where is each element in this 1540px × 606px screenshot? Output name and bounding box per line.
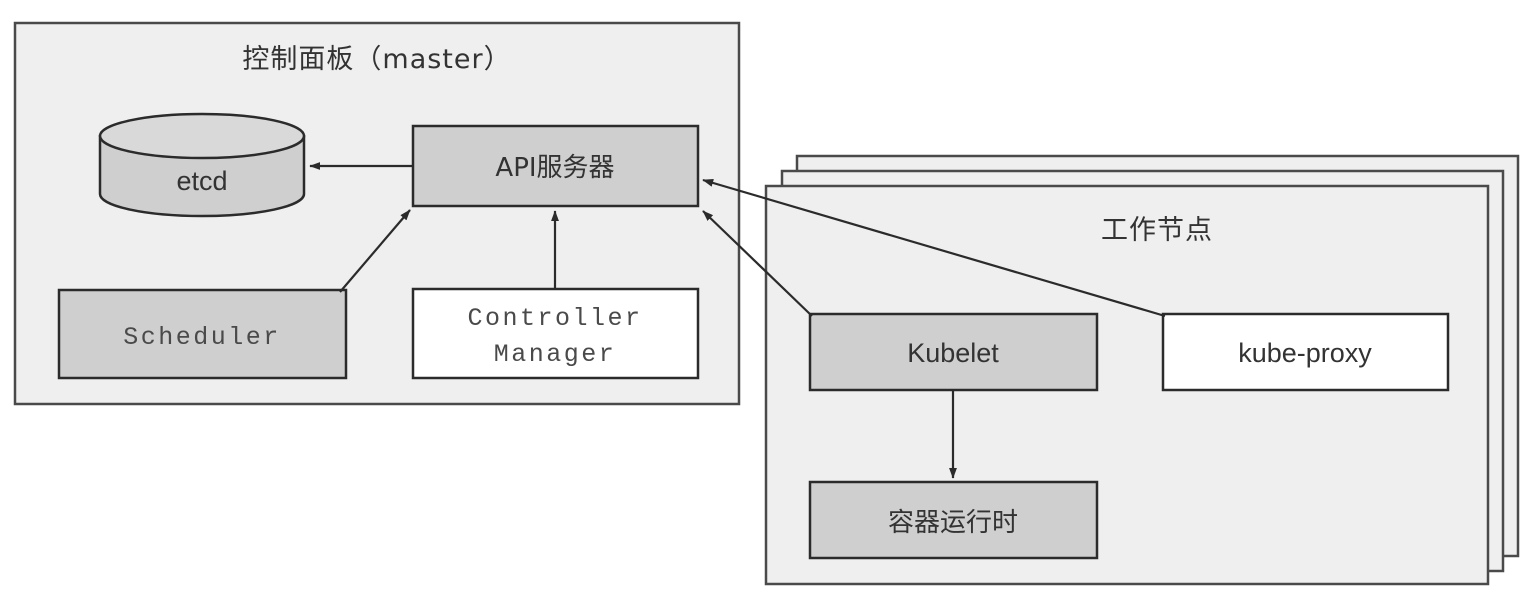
container-runtime-label: 容器运行时 — [888, 508, 1018, 538]
etcd-cylinder-top — [98, 112, 306, 160]
worker-node-title: 工作节点 — [1101, 215, 1213, 246]
container-runtime-box: 容器运行时 — [808, 480, 1099, 560]
controller-manager-box: Controller Manager — [411, 287, 700, 380]
connector-edges — [309, 162, 1166, 479]
api-server-label: API服务器 — [495, 153, 614, 183]
kubelet-label: Kubelet — [907, 338, 999, 368]
etcd-label: etcd — [176, 166, 227, 196]
container-runtime-box-body — [808, 480, 1099, 560]
scheduler-label: Scheduler — [123, 323, 281, 352]
api-server-box-body — [411, 124, 700, 208]
kube-proxy-label: kube-proxy — [1238, 338, 1372, 368]
edge-kubelet-to-api-server — [702, 210, 813, 317]
scheduler-box-body — [57, 288, 348, 380]
kube-proxy-box: kube-proxy — [1161, 312, 1450, 392]
controller-manager-label-line2: Manager — [494, 340, 617, 369]
kubelet-box-body — [808, 312, 1099, 392]
kubelet-box: Kubelet — [808, 312, 1099, 392]
scheduler-box: Scheduler — [57, 288, 348, 380]
control-plane-title: 控制面板（master） — [242, 44, 511, 75]
edge-scheduler-to-api-server — [339, 209, 411, 293]
etcd-cylinder: etcd — [98, 112, 306, 218]
edge-kube-proxy-to-api-server — [702, 178, 1166, 318]
kube-proxy-box-body — [1161, 312, 1450, 392]
controller-manager-label-line1: Controller — [467, 304, 642, 333]
api-server-box: API服务器 — [411, 124, 700, 208]
controller-manager-box-body — [411, 287, 700, 380]
